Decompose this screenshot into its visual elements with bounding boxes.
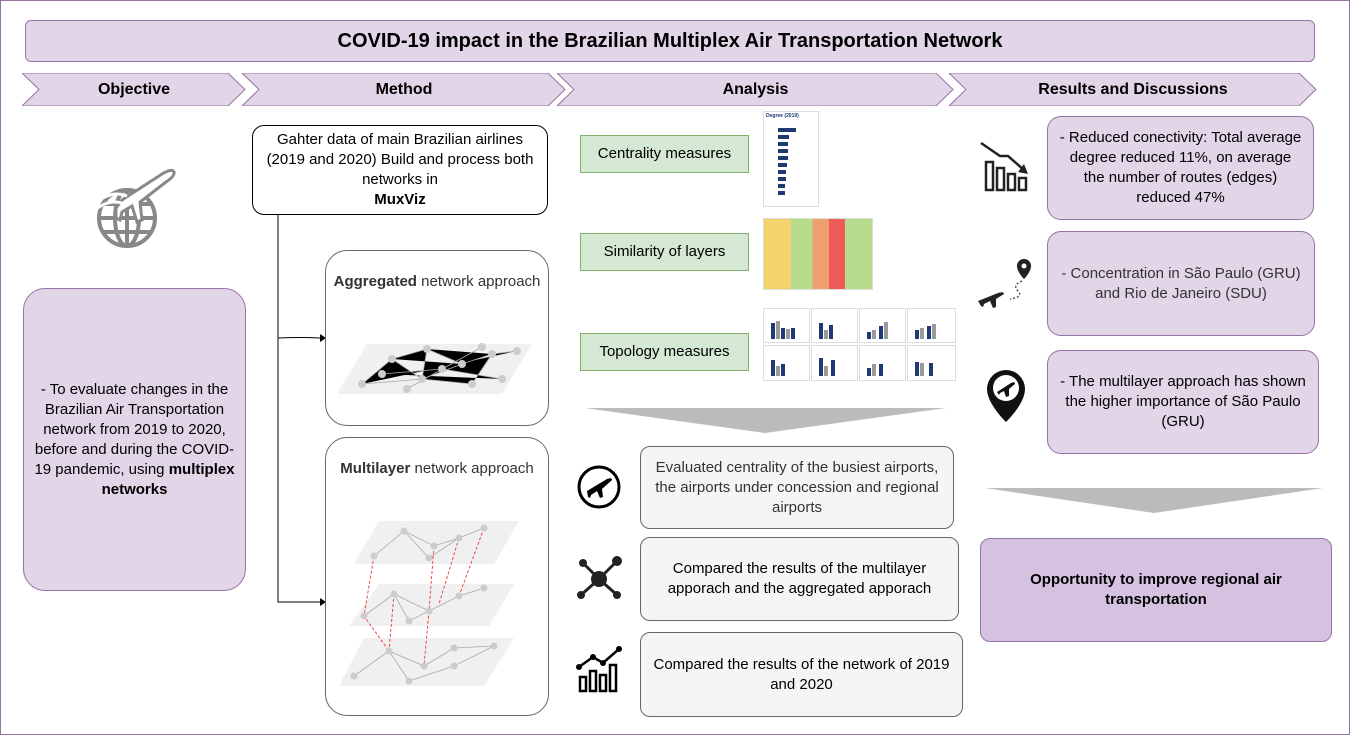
multilayer-bold: Multilayer [340, 460, 411, 477]
gather-text: Gahter data of main Brazilian airlines (… [266, 131, 534, 188]
growth-chart-icon [576, 646, 622, 693]
degree-bars [778, 128, 796, 195]
multilayer-network-box: Multilayer network approach [325, 437, 549, 716]
muxviz-label: MuxViz [374, 191, 426, 208]
aggregated-bold: Aggregated [333, 273, 417, 290]
result-concentration: - Concentration in São Paulo (GRU) and R… [1047, 231, 1315, 336]
analysis-arrow-down [585, 408, 946, 433]
airplane-circle-icon [577, 465, 621, 509]
objective-box: - To evaluate changes in the Brazilian A… [23, 288, 246, 591]
analysis-step-centrality: Evaluated centrality of the busiest airp… [640, 446, 954, 529]
gather-data-box: Gahter data of main Brazilian airlines (… [252, 125, 548, 215]
stage-label: Objective [97, 80, 171, 98]
analysis-step-compare-years: Compared the results of the network of 2… [640, 632, 963, 717]
analysis-step-compare-approaches: Compared the results of the multilayer a… [640, 537, 959, 621]
objective-text: - To evaluate changes in the Brazilian A… [34, 380, 235, 478]
similarity-heatmap-thumbnail [763, 218, 873, 290]
similarity-layers-box: Similarity of layers [580, 233, 749, 271]
aggregated-text: network approach [416, 273, 541, 290]
centrality-measures-box: Centrality measures [580, 135, 749, 173]
stage-label: Method [375, 80, 433, 98]
stage-results: Results and Discussions [949, 73, 1317, 106]
topology-measures-box: Topology measures [580, 333, 749, 371]
flight-route-icon [978, 259, 1031, 308]
result-multilayer-importance: - The multilayer approach has shown the … [1047, 350, 1319, 454]
aggregated-network-graph [337, 343, 532, 394]
degree-chart-thumbnail: Degree (2019) [763, 111, 819, 207]
conclusion-box: Opportunity to improve regional air tran… [980, 538, 1332, 642]
multilayer-network-graph [339, 521, 519, 686]
airport-pin-icon [987, 370, 1025, 422]
method-connectors [277, 214, 326, 606]
topology-charts-thumbnail [763, 308, 956, 381]
stage-analysis: Analysis [557, 73, 954, 106]
page-title: COVID-19 impact in the Brazilian Multipl… [25, 20, 1315, 62]
result-reduced-connectivity: - Reduced conectivity: Total average deg… [1047, 116, 1314, 220]
globe-airplane-icon [94, 168, 176, 248]
thumbnail-title: Degree (2019) [766, 113, 799, 119]
stage-objective: Objective [22, 73, 246, 106]
stage-label: Analysis [722, 80, 789, 98]
objective-bold: multiplex networks [101, 460, 235, 498]
aggregated-network-box: Aggregated network approach [325, 250, 549, 426]
results-arrow-down [985, 488, 1323, 513]
multilayer-text: network approach [410, 460, 534, 477]
stage-method: Method [242, 73, 566, 106]
declining-chart-icon [980, 141, 1028, 192]
stage-label: Results and Discussions [1038, 80, 1228, 98]
network-hub-icon [577, 556, 622, 599]
